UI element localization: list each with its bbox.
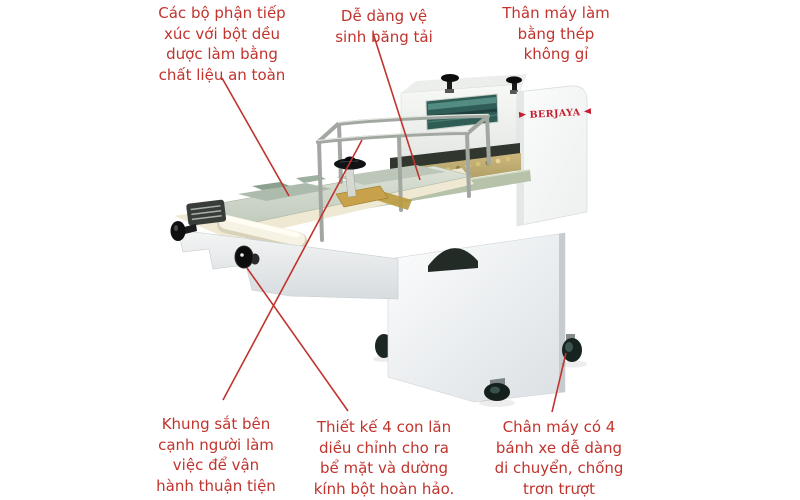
- caster-wheel-front: [479, 378, 515, 407]
- rail-post: [337, 122, 343, 184]
- base-cabinet: [373, 232, 587, 407]
- table-front-face: [177, 229, 399, 300]
- rail-post: [317, 140, 324, 242]
- guard-rail-frame: [316, 113, 491, 242]
- berjaya-logo: BERJAYA: [518, 107, 592, 121]
- front-roller: [217, 215, 307, 250]
- cabinet-front-face: [387, 232, 566, 403]
- caster-wheel-right: [561, 334, 587, 368]
- rail-post: [465, 131, 471, 198]
- head-knob-left: [441, 74, 459, 93]
- logo-right-mark: [583, 108, 592, 115]
- annotation-rollers: Thiết kế 4 con lăn diều chỉnh cho ra bể …: [313, 418, 455, 498]
- rail-front-bar: [316, 131, 470, 144]
- pointer-contact-parts: [221, 77, 290, 197]
- roller-adjust-knob: [234, 245, 260, 269]
- brand-logo-text: BERJAYA: [529, 107, 581, 121]
- annotation-contact-parts: Các bộ phận tiếp xúc với bột dều dược là…: [158, 4, 286, 84]
- annotation-wheels: Chân máy có 4 bánh xe dễ dàng di chuyển,…: [494, 418, 624, 498]
- vent-grill: [186, 199, 227, 226]
- annotation-belt-cleaning: Dễ dàng vệ sinh băng tải: [335, 7, 433, 46]
- metal-plate-piece: [238, 183, 332, 201]
- pointer-wheels: [551, 352, 567, 413]
- pressure-adjust-knob: [334, 156, 412, 210]
- brass-bracket: [335, 185, 389, 208]
- cabinet-arch-opening: [428, 248, 478, 272]
- annotation-lines: [221, 32, 567, 413]
- side-panel: [516, 85, 588, 227]
- metal-scrap: [252, 182, 290, 190]
- annotation-body-steel: Thân máy làm bằng thép không gỉ: [502, 4, 610, 63]
- pointer-side-frame: [222, 139, 363, 401]
- annotation-side-frame: Khung sắt bên cạnh người làm việc để vận…: [156, 415, 276, 495]
- side-knob-left: [170, 221, 197, 241]
- rail-post: [485, 114, 491, 165]
- pointer-belt-cleaning: [372, 32, 421, 181]
- pointer-rollers: [246, 267, 349, 412]
- head-knob-right: [506, 76, 522, 94]
- metal-plate-piece: [336, 165, 446, 185]
- logo-left-mark: [518, 111, 527, 118]
- rail-rear-bar: [336, 114, 490, 126]
